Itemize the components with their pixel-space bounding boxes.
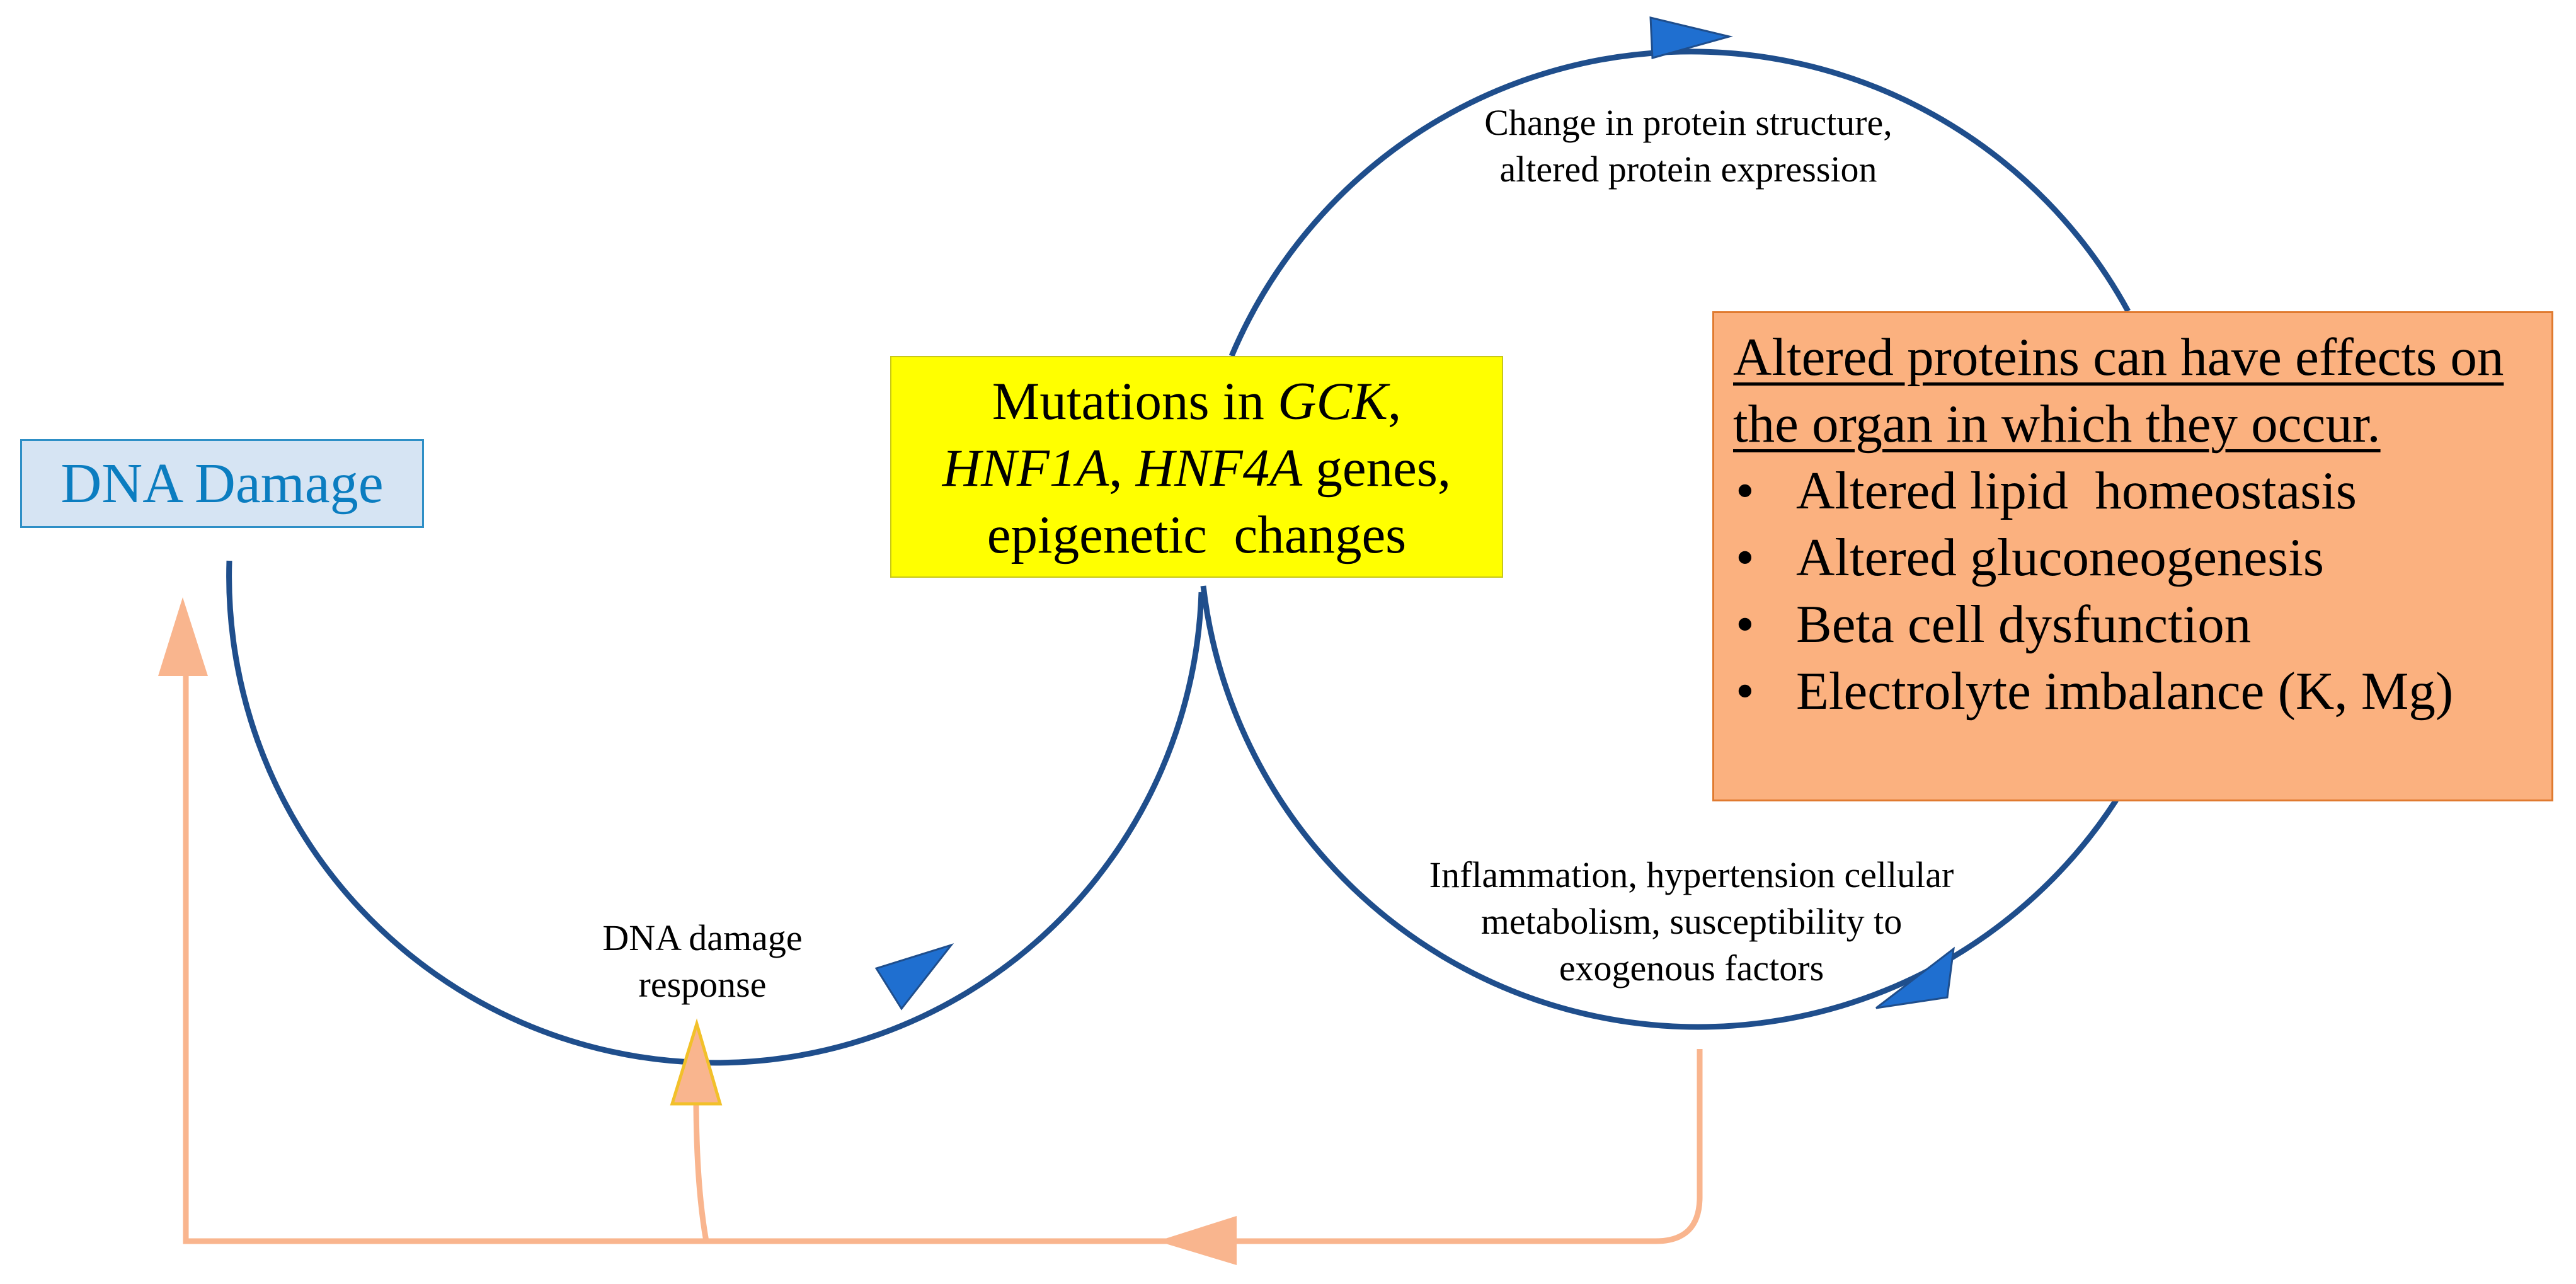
dna-damage-feedback-arrowhead xyxy=(158,597,208,676)
gene-hnf4a: HNF4A xyxy=(1135,439,1303,498)
protein-change-label: Change in protein structure, altered pro… xyxy=(1405,100,1972,193)
gene-hnf1a: HNF1A xyxy=(942,439,1109,498)
mutations-line-2: HNF1A, HNF4A genes, xyxy=(891,435,1502,502)
mutations-prefix: Mutations in xyxy=(992,372,1278,431)
mutations-line-3: epigenetic changes xyxy=(987,505,1407,565)
gene-gck: GCK xyxy=(1278,372,1388,431)
upper-cycle-arc xyxy=(1228,49,2131,357)
gene-separator: , xyxy=(1109,439,1136,498)
mutations-box: Mutations in GCK, HNF1A, HNF4A genes, ep… xyxy=(890,356,1503,578)
inflammation-line-3: exogenous factors xyxy=(1559,948,1824,989)
inflammation-label: Inflammation, hypertension cellular meta… xyxy=(1348,852,2035,992)
genes-suffix: genes, xyxy=(1302,439,1451,498)
effect-item: Altered gluconeogenesis xyxy=(1733,524,2551,591)
effects-list: Altered lipid homeostasis Altered glucon… xyxy=(1733,457,2551,725)
lower-left-arrowhead xyxy=(874,943,954,1011)
effect-item: Electrolyte imbalance (K, Mg) xyxy=(1733,658,2551,725)
mutations-line-1: Mutations in GCK, xyxy=(891,368,1502,435)
protein-change-line-2: altered protein expression xyxy=(1499,149,1877,190)
feedback-line xyxy=(183,674,1703,1244)
inflammation-line-2: metabolism, susceptibility to xyxy=(1480,901,1903,942)
altered-proteins-box: Altered proteins can have effects on the… xyxy=(1712,311,2553,801)
lower-right-arrowhead xyxy=(1875,946,1955,1009)
effect-item: Altered lipid homeostasis xyxy=(1733,457,2551,524)
mutations-comma: , xyxy=(1387,372,1402,431)
dna-damage-response-label: DNA damage response xyxy=(554,915,850,1008)
effect-item: Beta cell dysfunction xyxy=(1733,591,2551,658)
dna-damage-box: DNA Damage xyxy=(20,439,424,528)
protein-change-line-1: Change in protein structure, xyxy=(1484,102,1892,143)
bottom-flow-arrow xyxy=(1157,1216,1237,1265)
dna-damage-label: DNA Damage xyxy=(60,452,384,515)
altered-proteins-title: Altered proteins can have effects on the… xyxy=(1733,328,2504,454)
ddr-line-1: DNA damage xyxy=(602,917,803,958)
ddr-feedback-arrowhead xyxy=(670,1018,723,1106)
ddr-line-2: response xyxy=(638,964,767,1005)
inflammation-line-1: Inflammation, hypertension cellular xyxy=(1429,854,1954,895)
top-arrowhead xyxy=(1649,16,1733,59)
feedback-branch-line xyxy=(693,1096,709,1242)
lower-cycle-arc xyxy=(1200,585,2119,1030)
